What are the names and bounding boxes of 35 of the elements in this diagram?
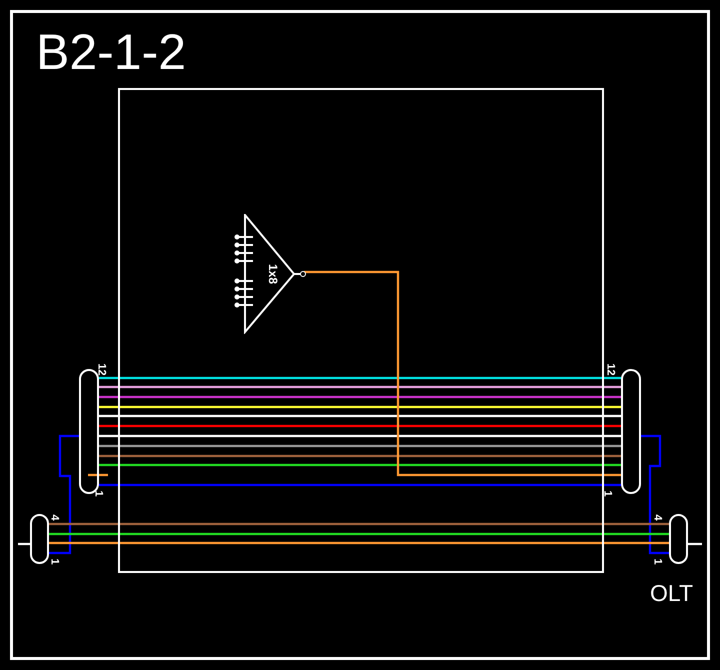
diagram-title: B2-1-2 (36, 27, 186, 77)
fiber-line (304, 270, 621, 476)
fiber-line (99, 484, 621, 486)
splitter (234, 214, 306, 334)
fiber-line (49, 522, 669, 526)
fiber-number: 4 (48, 514, 60, 521)
cable-line (18, 542, 30, 546)
cable-end (30, 514, 49, 564)
fiber-line (99, 414, 621, 418)
fiber-line (641, 434, 669, 554)
cable-end (621, 369, 641, 494)
fiber-number: 1 (602, 490, 613, 497)
fiber-line (99, 386, 621, 388)
fiber-line (49, 542, 669, 544)
fiber-line (99, 464, 621, 466)
fiber-line (99, 424, 621, 428)
fiber-number: 12 (604, 363, 616, 376)
fiber-number: 1 (652, 558, 663, 565)
cable-line (688, 542, 702, 546)
fiber-number: 1 (48, 558, 60, 565)
fiber-line (99, 444, 621, 448)
fiber-line (49, 532, 669, 536)
fiber-line (99, 376, 621, 380)
enclosure-box (118, 88, 604, 573)
device-label: OLT (650, 582, 694, 605)
fiber-number: 4 (652, 514, 663, 521)
cable-end (669, 514, 688, 564)
fiber-number: 1 (92, 490, 104, 497)
splitter-ratio: 1x8 (267, 264, 280, 284)
fiber-line (99, 406, 621, 408)
fiber-line (49, 434, 79, 554)
fiber-line (99, 396, 621, 398)
fiber-line (99, 454, 621, 458)
fiber-line (99, 434, 621, 438)
fiber-number: 12 (96, 363, 107, 376)
